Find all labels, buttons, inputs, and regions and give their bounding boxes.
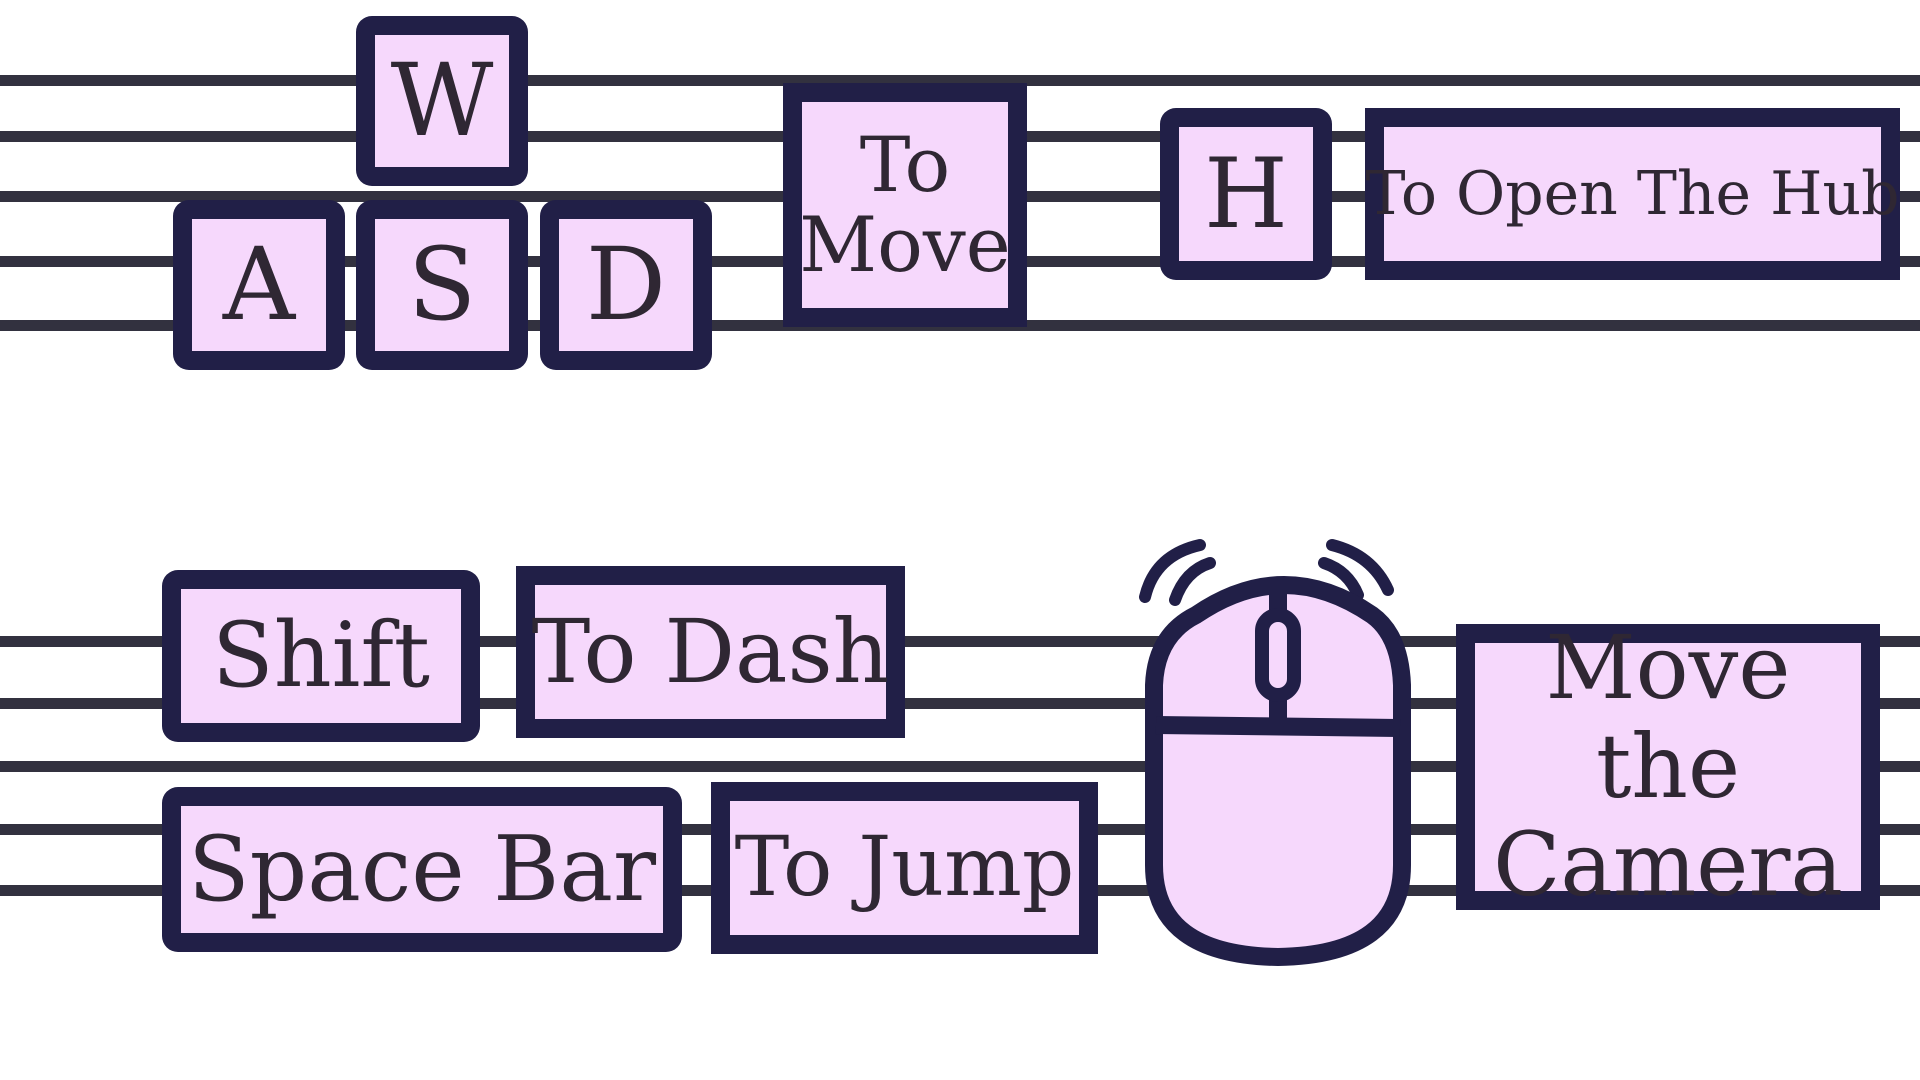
key-w-label: W xyxy=(390,42,494,159)
hub-action-text: To Open The Hub xyxy=(1365,159,1900,229)
key-a: A xyxy=(173,200,345,370)
camera-action-label: Move the Camera xyxy=(1456,618,1880,914)
key-shift-label: Shift xyxy=(212,603,430,708)
move-action-text: To Move xyxy=(799,120,1011,289)
mouse-body xyxy=(1145,576,1411,966)
motion-arc-icon xyxy=(1318,557,1364,601)
key-w: W xyxy=(356,16,528,186)
jump-action-text: To Jump xyxy=(734,820,1075,915)
move-action-label: To Move xyxy=(783,83,1027,327)
dash-action-label: To Dash xyxy=(516,566,905,738)
key-a-label: A xyxy=(222,226,296,343)
staff-line xyxy=(0,75,1920,86)
scroll-wheel xyxy=(1255,608,1301,702)
staff-line xyxy=(0,698,1920,709)
motion-arc-icon xyxy=(1139,539,1206,603)
key-space-bar: Space Bar xyxy=(162,787,682,952)
key-d-label: D xyxy=(585,226,667,343)
key-shift: Shift xyxy=(162,570,480,742)
staff-line xyxy=(0,761,1920,772)
dash-action-text: To Dash xyxy=(531,600,890,703)
key-s: S xyxy=(356,200,528,370)
jump-action-label: To Jump xyxy=(711,782,1098,954)
mouse-icon xyxy=(1139,539,1411,966)
staff-line xyxy=(0,636,1920,647)
key-space-bar-label: Space Bar xyxy=(187,816,657,922)
key-h: H xyxy=(1160,108,1332,280)
hub-action-label: To Open The Hub xyxy=(1365,108,1900,280)
motion-arc-icon xyxy=(1326,539,1394,596)
key-h-label: H xyxy=(1204,138,1288,250)
key-s-label: S xyxy=(407,226,477,343)
camera-action-text: Move the Camera xyxy=(1493,616,1843,917)
motion-arc-icon xyxy=(1169,557,1216,606)
key-d: D xyxy=(540,200,712,370)
